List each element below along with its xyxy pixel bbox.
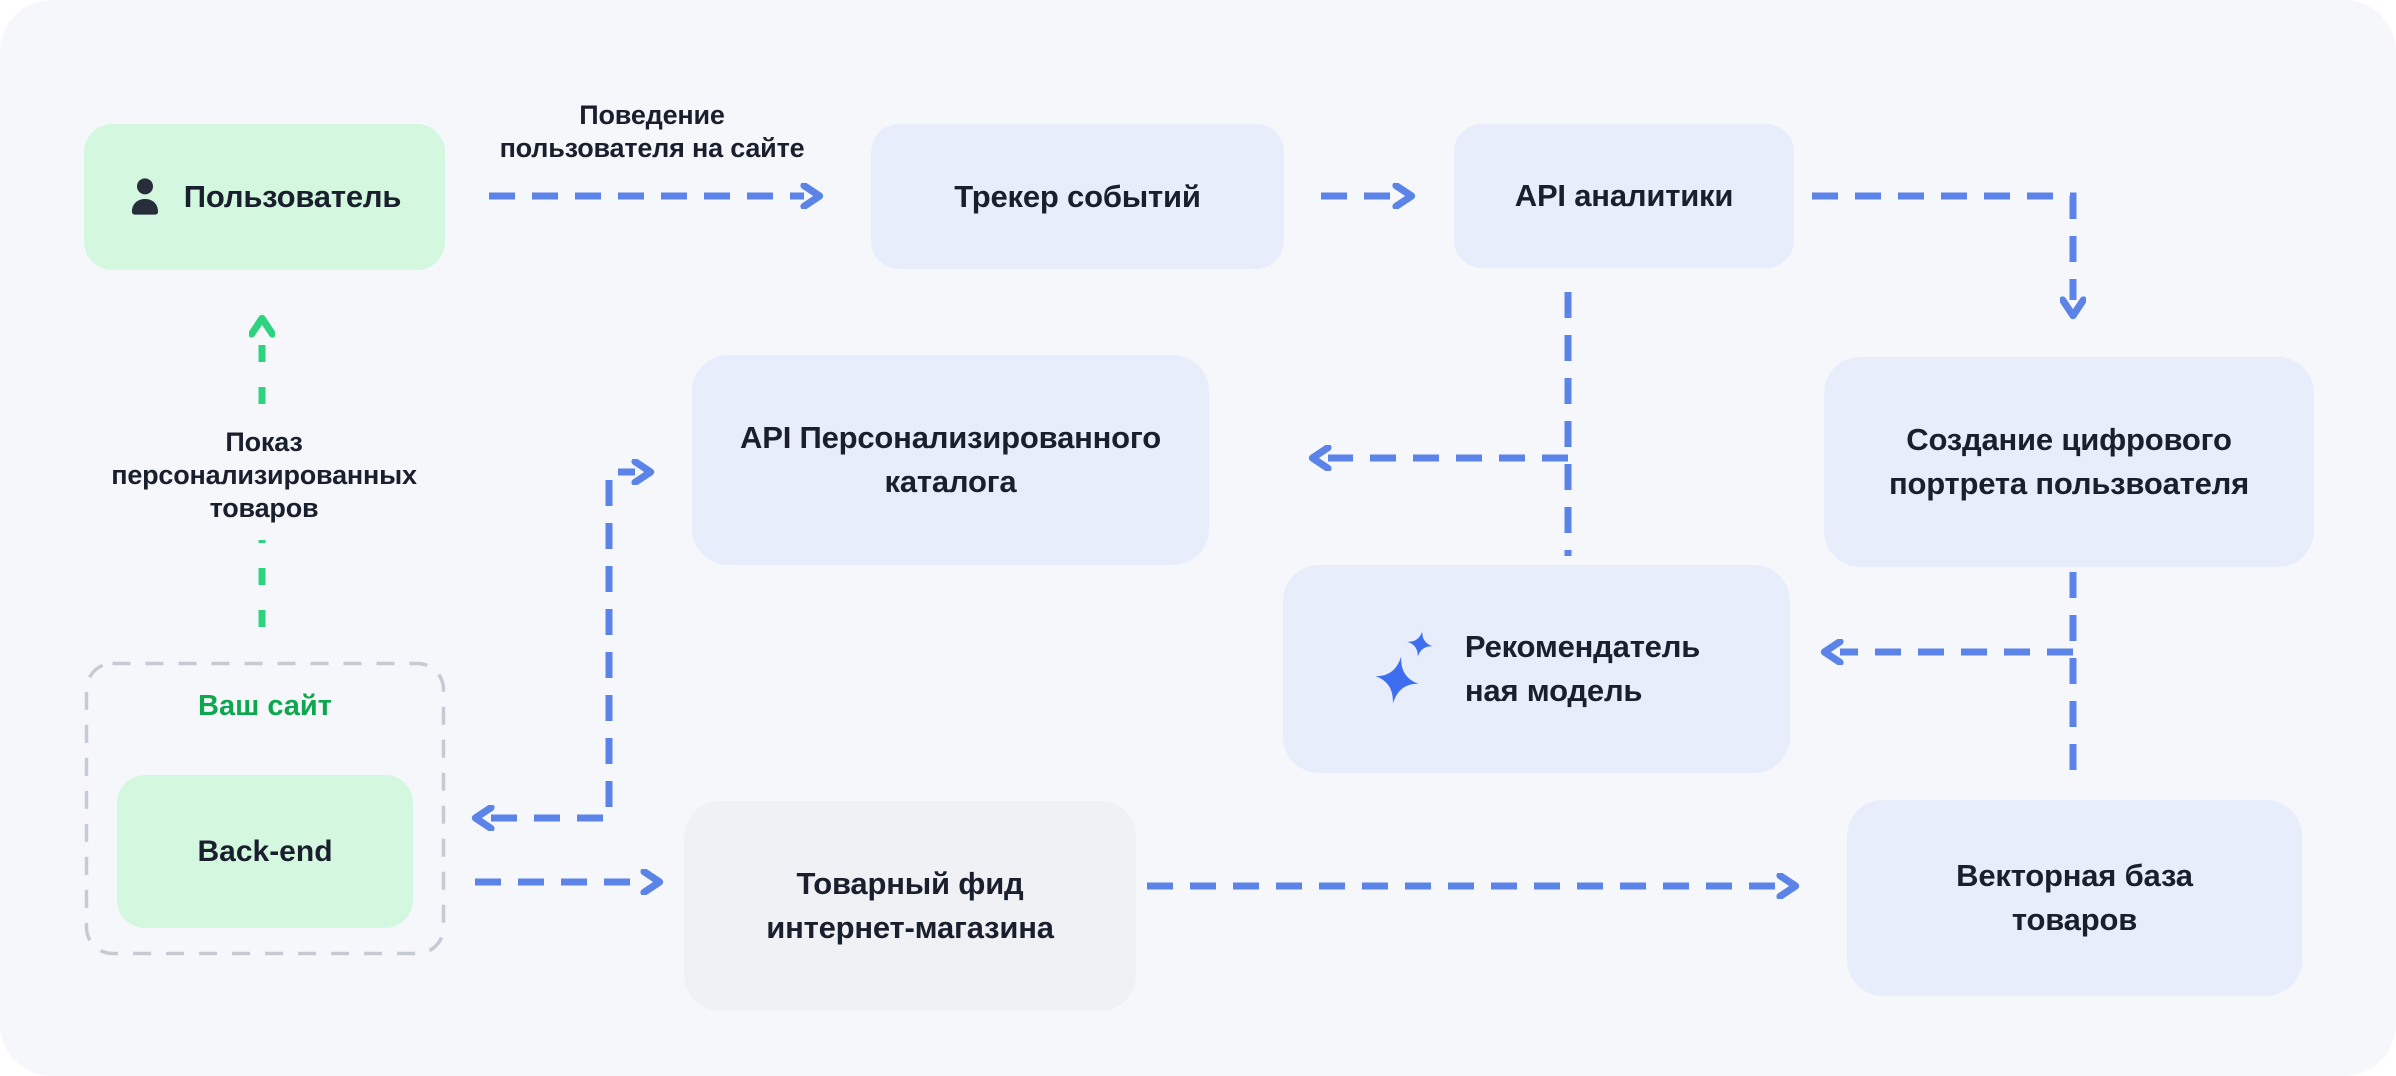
node-catalog-api: API Персонализированного каталога [692,355,1209,565]
node-recommender-line1: Рекомендатель [1464,629,1701,664]
node-user: Пользователь [84,124,445,270]
node-catalog-api-line1: API Персонализированного [740,420,1161,455]
node-analytics-api-label: API аналитики [1514,178,1734,213]
node-recommender-line2: ная модель [1464,673,1643,708]
edge-label-behavior: Поведение пользователя на сайте [442,99,862,165]
node-recommender: Рекомендатель ная модель [1283,565,1790,773]
node-backend-label: Back-end [197,834,333,868]
node-backend: Back-end [117,775,413,928]
edge-analytics-to-portrait [1812,192,2073,300]
node-vector-db-line2: товаров [2011,902,2138,937]
your-site-title: Ваш сайт [198,690,332,722]
node-product-feed-line2: интернет-магазина [766,910,1054,945]
node-product-feed: Товарный фид интернет-магазина [684,801,1136,1011]
edge-label-behavior-line1: Поведение [579,100,725,130]
node-tracker: Трекер событий [871,124,1284,269]
node-portrait: Создание цифрового портрета пользвоателя [1824,357,2314,567]
edge-backend-catalog-api-bidirectional [491,472,635,818]
edge-label-showcase-line1: Показ [225,427,303,457]
node-vector-db: Векторная база товаров [1847,800,2302,996]
node-catalog-api-line2: каталога [884,464,1017,499]
node-user-label: Пользователь [183,179,402,214]
node-vector-db-line1: Векторная база [1956,858,2193,893]
node-product-feed-line1: Товарный фид [796,866,1024,901]
edge-label-behavior-line2: пользователя на сайте [499,133,805,163]
sparkles-icon [1375,631,1433,704]
edge-label-showcase-line2: персонализированных [111,460,417,490]
edge-label-showcase: Показ персонализированных товаров [64,426,464,525]
node-analytics-api: API аналитики [1454,124,1794,268]
person-icon [131,178,158,215]
edge-label-showcase-line3: товаров [209,493,319,523]
node-tracker-label: Трекер событий [954,178,1201,214]
node-portrait-line2: портрета пользвоателя [1888,466,2250,501]
node-portrait-line1: Создание цифрового [1906,422,2232,457]
group-your-site: Ваш сайт Back-end [85,662,445,955]
